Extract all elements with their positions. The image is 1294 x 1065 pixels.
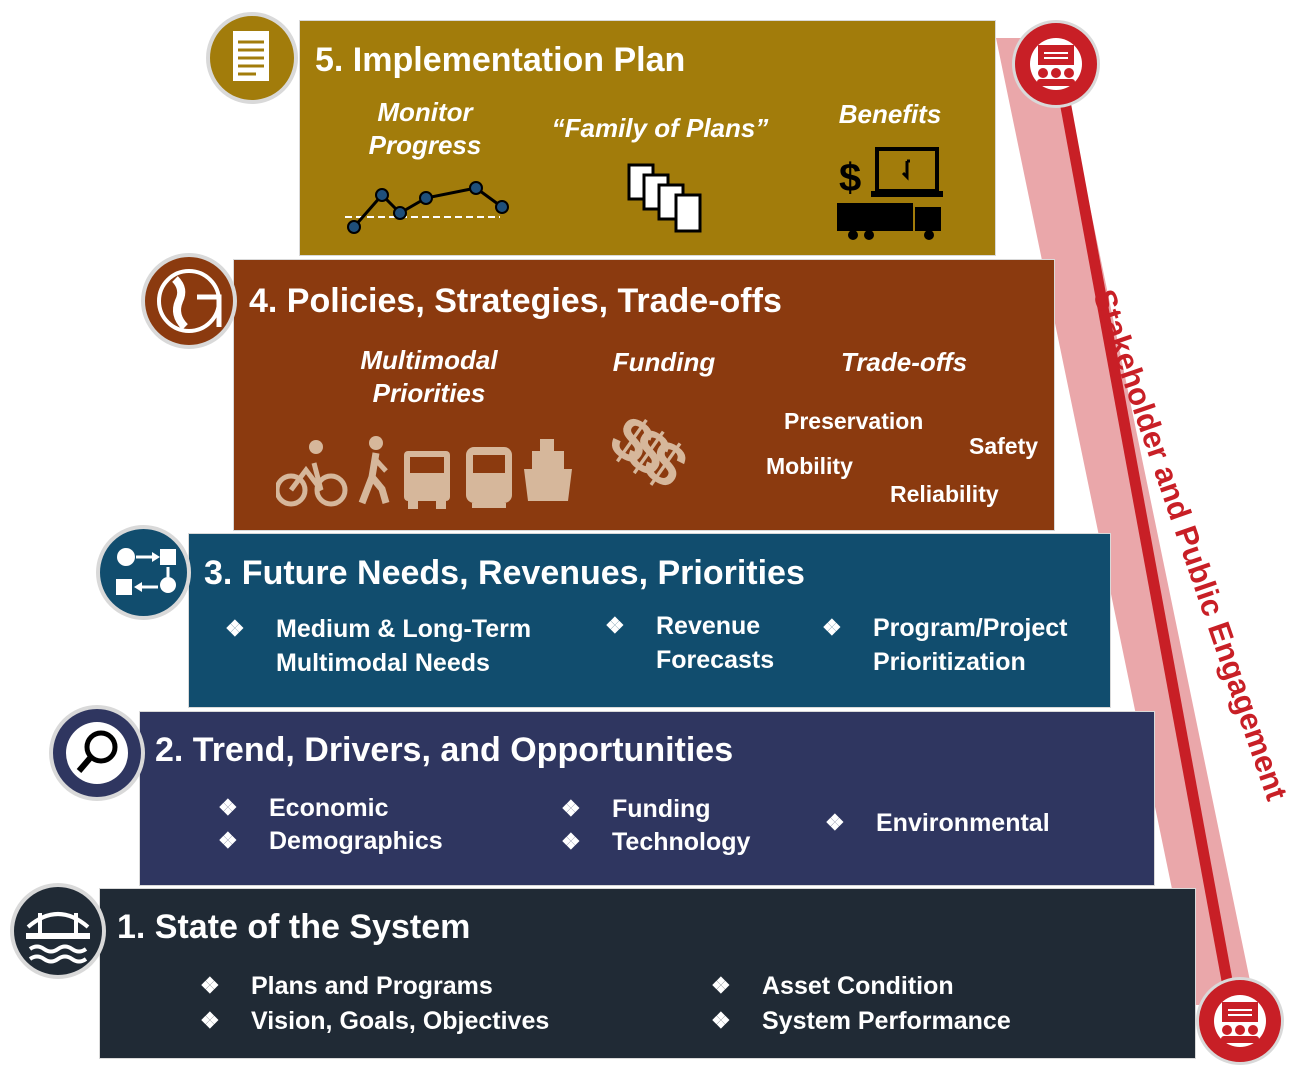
tier-2-title: 2. Trend, Drivers, and Opportunities [155, 731, 734, 769]
tier-1-bridge-icon [10, 883, 106, 979]
tier-2-trends: 2. Trend, Drivers, and Opportunities ❖Ec… [139, 711, 1155, 886]
benefits-icon: $ [837, 147, 943, 240]
funding-dollars-icon: $$$ [597, 402, 688, 495]
tier-5-heading-family: “Family of Plans” [551, 113, 769, 143]
tier-3-flowchart-icon [96, 525, 191, 620]
pedestrian-icon [358, 436, 390, 505]
tier-2-search-icon [49, 705, 145, 801]
monitor-progress-icon [345, 181, 509, 234]
tier-1-title: 1. State of the System [117, 908, 471, 946]
engagement-meeting-icon-bottom [1196, 977, 1284, 1065]
family-of-plans-icon [627, 163, 702, 233]
ship-icon [524, 439, 572, 501]
tier-5-title: 5. Implementation Plan [315, 41, 686, 79]
tier-4-policies: 4. Policies, Strategies, Trade-offs Mult… [233, 259, 1055, 531]
tradeoff-preservation: Preservation [784, 408, 924, 434]
engagement-meeting-icon-top [1012, 20, 1100, 108]
tier-4-title: 4. Policies, Strategies, Trade-offs [249, 282, 782, 320]
tradeoff-mobility: Mobility [766, 453, 853, 479]
tier-4-heading-tradeoffs: Trade-offs [840, 347, 968, 377]
tier-5-implementation: 5. Implementation Plan Monitor Progress … [299, 20, 996, 256]
train-icon [466, 447, 512, 508]
tier-5-heading-monitor: Monitor Progress [368, 97, 482, 160]
tier-4-globe-icon [141, 253, 237, 349]
multimodal-icons [276, 436, 572, 509]
tradeoff-safety: Safety [969, 433, 1039, 459]
bicycle-icon [276, 440, 348, 507]
tier-5-heading-benefits: Benefits [838, 99, 942, 129]
truck-icon [404, 451, 450, 509]
tier-4-heading-funding: Funding [612, 347, 716, 377]
tier-1-state-of-system: 1. State of the System ❖Plans and Progra… [99, 888, 1196, 1059]
tier-3-future-needs: 3. Future Needs, Revenues, Priorities ❖M… [188, 533, 1111, 708]
tier-4-heading-multimodal: Multimodal Priorities [360, 345, 498, 408]
tradeoff-reliability: Reliability [890, 481, 999, 507]
tier-5-document-icon [206, 12, 298, 104]
svg-text:$: $ [839, 156, 861, 200]
tier-3-title: 3. Future Needs, Revenues, Priorities [204, 554, 805, 592]
